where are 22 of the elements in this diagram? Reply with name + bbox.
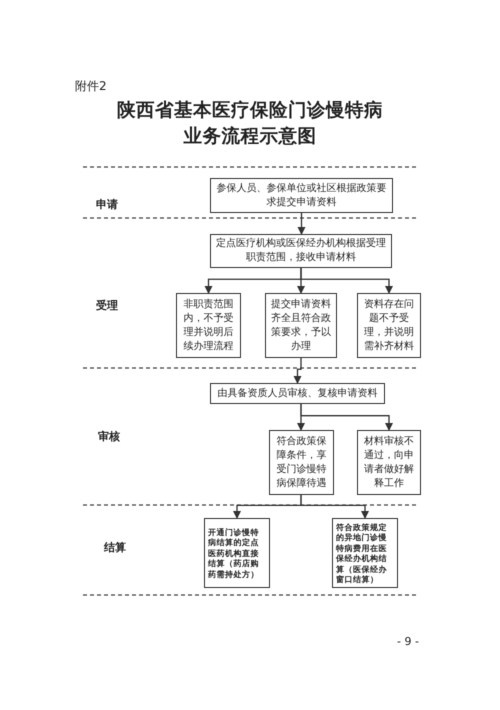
- process-box: 符合政策保障条件，享受门诊慢特病保障待遇: [269, 430, 334, 495]
- phase-label: 结算: [104, 540, 126, 555]
- title: 陕西省基本医疗保险门诊慢特病业务流程示意图: [116, 99, 384, 149]
- process-box: 由具备资质人员审核、复核申请资料: [210, 383, 385, 404]
- process-box: 符合政策规定的异地门诊慢特病费用在医保经办机构结算（医保经办窗口结算）: [332, 518, 398, 588]
- phase-label: 受理: [96, 298, 118, 313]
- arrow: [300, 404, 393, 431]
- arrow: [298, 213, 306, 235]
- process-box: 开通门诊慢特病结算的定点医药机构直接结算（药店购药需持处方）: [204, 518, 270, 588]
- process-box: 提交申请资料齐全且符合政策要求，予以办理: [265, 293, 337, 358]
- process-box: 定点医疗机构或医保经办机构根据受理职责范围，接收申请材料: [210, 234, 392, 268]
- process-box: 非职责范围内，不予受理并说明后续办理流程: [176, 293, 241, 358]
- attachment-label: 附件2: [75, 78, 107, 95]
- arrow: [300, 268, 393, 294]
- phase-label: 审核: [98, 429, 120, 444]
- process-box: 材料审核不通过，向申请者做好解释工作: [357, 430, 421, 495]
- arrow: [300, 495, 369, 519]
- process-box: 参保人员、参保单位或社区根据政策要求提交申请资料: [210, 178, 393, 213]
- process-box: 资料存在问题不予受理，并说明需补齐材料: [357, 293, 421, 358]
- arrow: [294, 358, 302, 384]
- phase-label: 申请: [96, 197, 118, 212]
- page-number: - 9 -: [397, 635, 419, 648]
